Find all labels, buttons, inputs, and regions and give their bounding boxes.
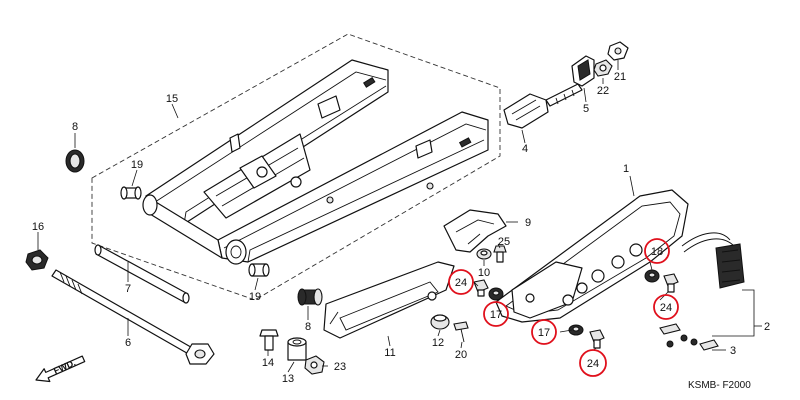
callout-4: 4 [522,143,528,155]
drive-chain [681,232,745,289]
pivot-sleeve [94,244,190,304]
nut-21 [607,41,629,61]
forward-arrow: FWD. [35,355,86,383]
callout-20: 20 [455,349,467,361]
callout-25: 25 [498,236,510,248]
bolt-24-left [473,279,489,297]
swingarm [142,59,489,265]
collar-17-lower [568,324,584,336]
callout-labels: 1 2 3 4 5 6 7 8 8 9 10 11 12 13 14 15 16… [32,71,770,385]
highlight-ring-17a [483,301,509,327]
callout-14: 14 [262,357,274,369]
callout-21: 21 [614,71,626,83]
washer-10 [476,248,492,260]
chain-case [495,189,689,323]
callout-3: 3 [730,345,736,357]
callout-6: 6 [125,337,131,349]
highlight-ring-24a [448,269,474,295]
callout-16: 16 [32,221,44,233]
callout-17-upper: 17 [490,309,502,321]
master-link [659,323,719,351]
pivot-collar-lower [248,263,270,277]
callout-24-a: 24 [455,277,467,289]
forward-label: FWD. [52,357,77,375]
callout-15: 15 [166,93,178,105]
collar-18 [644,269,660,283]
highlight-ring-17b [531,319,557,345]
chain-guide-bracket [443,209,507,253]
highlight-ring-18 [644,238,670,264]
bearing-upper [65,149,85,173]
callout-5: 5 [583,103,589,115]
callout-7: 7 [125,283,131,295]
callout-18: 18 [651,246,663,258]
callout-8-upper: 8 [72,121,78,133]
pivot-nut [25,249,49,271]
chain-slider [323,261,455,339]
callout-24-c: 24 [587,358,599,370]
rubber-cushion [430,314,450,330]
callout-19-upper: 19 [131,159,143,171]
nut-23 [304,355,325,375]
bolt-24-right [663,273,679,293]
callout-12: 12 [432,337,444,349]
collar-17-upper [488,287,504,301]
highlight-ring-24c [579,349,607,377]
callout-2: 2 [764,321,770,333]
callout-11: 11 [384,347,395,359]
lock-nut-22 [593,59,613,77]
diagram-code: KSMB- F2000 [688,380,751,391]
bolt-25 [493,245,507,263]
callout-24-b: 24 [660,302,672,314]
collar [287,337,307,361]
highlight-rings [448,238,679,377]
callout-19-lower: 19 [249,291,261,303]
screw-20 [453,321,469,343]
forward-arrow-icon [35,355,86,383]
callout-17-lower: 17 [538,327,550,339]
callout-1: 1 [623,163,629,175]
adjuster-plate [571,55,595,87]
pivot-collar-upper [120,186,142,200]
callout-13: 13 [282,373,294,385]
pivot-bolt [51,269,215,365]
leader-lines [37,60,762,373]
callout-9: 9 [525,217,531,229]
callout-23: 23 [334,361,346,373]
small-bolt [259,329,279,351]
callout-10: 10 [478,267,490,279]
highlight-ring-24b [653,294,679,320]
callout-8-lower: 8 [305,321,311,333]
bearing-lower [297,288,323,306]
assembly-boundary [91,33,501,301]
callout-22: 22 [597,85,609,97]
chain-adjuster [503,83,583,129]
bolt-24-lower [589,329,605,349]
